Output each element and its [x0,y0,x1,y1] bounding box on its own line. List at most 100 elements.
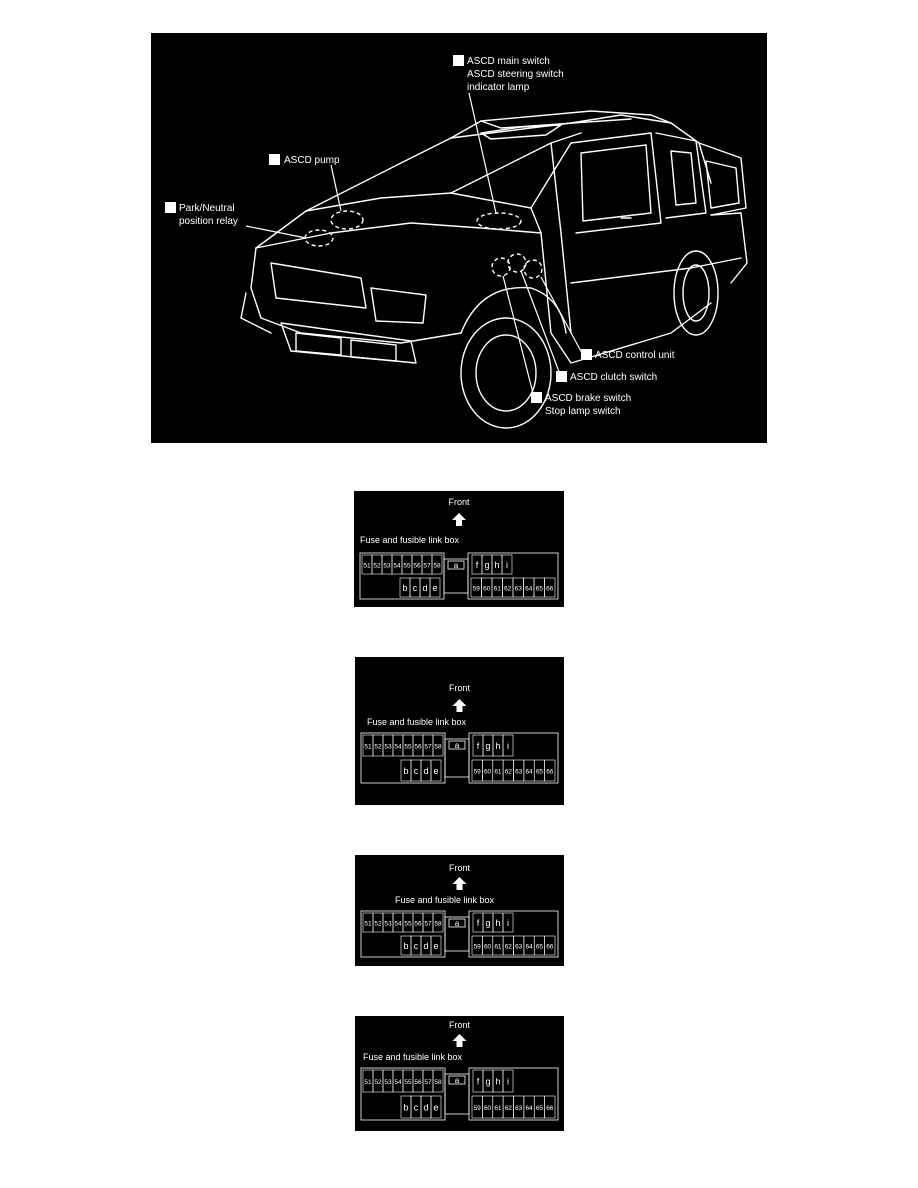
vehicle-component-location-diagram: A Park/Neutral position relay B ASCD pum… [151,33,767,443]
fuse-slot [432,912,444,933]
svg-text:A: A [167,203,174,214]
box-label: Fuse and fusible link box [395,895,495,905]
link-letter: b [402,583,407,593]
fuse-number: 57 [424,744,432,751]
fuse-number: 66 [546,944,554,951]
front-label: Front [449,863,471,873]
svg-text:E: E [533,393,540,404]
link-letter-a: a [454,561,459,570]
front-label: Front [448,497,470,507]
fuse-number: 64 [525,586,533,593]
front-arrow-icon [452,877,467,890]
fuse-number: 62 [505,1105,513,1112]
marker-b [330,210,364,230]
link-letter: c [414,766,419,776]
marker-e [523,259,543,279]
fuse-number: 61 [494,586,502,593]
fuse-number: 63 [515,769,523,776]
link-letter: d [423,766,428,776]
link-slot [502,1069,514,1093]
link-letter: h [495,1077,500,1087]
link-letter: f [477,741,480,751]
fuse-number: 53 [384,1079,392,1086]
fuse-number: 52 [374,1079,382,1086]
link-slot [429,577,441,598]
svg-text:ASCD control unit: ASCD control unit [595,350,675,361]
fuse-number: 53 [383,563,391,570]
link-slot [502,912,514,933]
callout-d: D ASCD control unit [581,349,675,361]
fuse-slot [432,734,444,757]
link-letter: b [403,1103,408,1113]
fuse-number: 58 [433,563,441,570]
fuse-number: 65 [536,586,544,593]
fuse-box-outline [360,1067,559,1121]
link-letter: b [403,941,408,951]
fuse-number: 63 [515,586,523,593]
fuse-slot [544,759,556,782]
fuse-box-outline [359,552,559,600]
fuse-number: 56 [414,921,422,928]
fuse-number: 58 [434,744,442,751]
link-letter: i [506,560,508,570]
fuse-number: 59 [474,1105,482,1112]
link-letter: c [414,1103,419,1113]
svg-text:F: F [558,372,564,383]
fuse-number: 51 [364,921,372,928]
fuse-number: 63 [515,1105,523,1112]
link-letter-a: a [455,1076,460,1085]
link-letter: e [432,583,437,593]
fuse-number: 60 [484,944,492,951]
fuse-number: 52 [373,563,381,570]
fuse-number: 64 [525,769,533,776]
fuse-number: 54 [394,744,402,751]
svg-text:D: D [583,350,590,361]
front-arrow-icon [452,513,466,526]
fuse-number: 52 [374,744,382,751]
svg-text:ASCD brake switch: ASCD brake switch [545,393,631,404]
front-arrow-icon [452,1034,467,1047]
link-slot [501,554,513,575]
fuse-number: 61 [494,944,502,951]
svg-text:ASCD pump: ASCD pump [284,155,340,166]
link-letter: f [477,1077,480,1087]
fuse-slot [544,577,556,598]
link-letter: c [414,941,419,951]
fuse-number: 52 [374,921,382,928]
callout-c: C ASCD main switch ASCD steering switch … [453,55,564,93]
fuse-number: 60 [484,1105,492,1112]
fuse-number: 62 [505,769,513,776]
link-letter: f [476,560,479,570]
link-letter: i [507,918,509,928]
link-letter: g [484,560,489,570]
fuse-number: 65 [536,769,544,776]
svg-text:ASCD steering switch: ASCD steering switch [467,69,564,80]
link-letter: d [423,1103,428,1113]
svg-text:Stop lamp switch: Stop lamp switch [545,406,621,417]
fuse-number: 51 [364,1079,372,1086]
fuse-number: 55 [404,744,412,751]
fuse-number: 66 [546,586,554,593]
fuse-slot [431,554,443,575]
marker-a [304,229,334,247]
fuse-number: 62 [504,586,512,593]
marker-f [507,253,527,273]
fuse-slot [544,1095,556,1119]
link-letter: i [507,741,509,751]
callout-f: F ASCD clutch switch [556,371,657,383]
box-label: Fuse and fusible link box [367,717,467,727]
fuse-number: 58 [434,921,442,928]
fuse-number: 56 [413,563,421,570]
leader-lines [245,92,584,398]
fuse-slot [432,1069,444,1093]
link-letter: e [433,941,438,951]
fuse-number: 53 [384,921,392,928]
link-letter: d [422,583,427,593]
link-slot [502,734,514,757]
fuse-number: 57 [424,921,432,928]
